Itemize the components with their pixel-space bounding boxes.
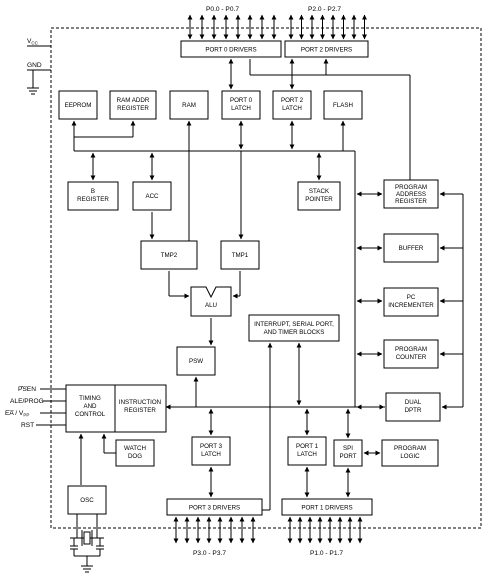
alu-shape (190, 286, 232, 317)
osc-box (67, 485, 107, 515)
acc-label: ACC (145, 193, 159, 200)
interrupt-serial-timer-box (248, 314, 340, 342)
gnd-label: GND (27, 62, 42, 69)
alu-label: ALU (205, 302, 217, 309)
ram-label: RAM (182, 102, 196, 109)
osc-label: OSC (80, 497, 94, 504)
port3-latch-box (191, 436, 231, 466)
chip-boundary (50, 27, 482, 529)
port0-drivers-label: PORT 0 DRIVERS (205, 47, 256, 54)
stack-pointer-box (297, 181, 341, 211)
b-register-box (67, 181, 119, 211)
spi-port-box (333, 439, 363, 467)
port3-drivers-label: PORT 3 DRIVERS (189, 505, 240, 512)
psw-label: PSW (189, 358, 203, 365)
port0-latch-box (221, 90, 261, 120)
port0-drivers-box (180, 40, 282, 58)
tmp2-label: TMP2 (161, 252, 178, 259)
p2-pin-arrows (288, 14, 367, 40)
right-column-connections (356, 191, 464, 410)
tmp1-box (220, 240, 260, 270)
port2-latch-box (272, 90, 312, 120)
p1-pin-label: P1.0 - P1.7 (310, 550, 343, 557)
p3-pin-arrows (173, 516, 256, 544)
program-logic-box (381, 439, 439, 467)
ale-prog-pin-label: ALE/PROG (10, 398, 44, 405)
timing-instruction-box (65, 384, 167, 433)
flash-box (323, 90, 363, 120)
buffer-box (383, 233, 439, 263)
ram-box (169, 90, 209, 120)
ea-vpp-pin-label: EA / VPP (5, 410, 29, 418)
rst-pin-label: RST (21, 422, 34, 429)
ram-addr-register-box (109, 90, 157, 120)
tmp2-box (140, 240, 198, 270)
port2-drivers-box (284, 40, 369, 58)
interrupt-connections (262, 342, 302, 511)
row2-connections (90, 151, 322, 240)
port1-drivers-label: PORT 1 DRIVERS (301, 505, 352, 512)
watchdog-connections (78, 404, 171, 485)
port1-latch-box (287, 436, 327, 466)
eeprom-label: EEPROM (65, 102, 92, 109)
psw-box (176, 346, 216, 376)
pc-incrementer-box (383, 287, 439, 317)
program-counter-box (383, 339, 439, 369)
p0-pin-arrows (187, 14, 277, 40)
internal-bus (74, 150, 385, 408)
port3-drivers-box (166, 498, 263, 516)
program-address-register-box (383, 179, 439, 209)
p1-pin-arrows (287, 516, 363, 544)
port1-drivers-box (281, 498, 373, 516)
vcc-label: VCC (27, 38, 39, 46)
dual-dptr-box (385, 392, 441, 422)
p3-pin-label: P3.0 - P3.7 (193, 550, 226, 557)
buffer-label: BUFFER (399, 245, 424, 252)
port2-drivers-label: PORT 2 DRIVERS (301, 47, 352, 54)
psen-pin-label: PSEN (18, 386, 36, 393)
ground-symbol (27, 69, 51, 95)
row1-connections (71, 120, 346, 243)
acc-box (132, 181, 172, 211)
p2-pin-label: P2.0 - P2.7 (308, 6, 341, 13)
alu-connections (168, 271, 241, 299)
flash-label: FLASH (333, 102, 353, 109)
tmp1-label: TMP1 (232, 252, 249, 259)
p0-pin-label: P0.0 - P0.7 (206, 6, 239, 13)
crystal-oscillator-circuit (70, 514, 104, 573)
eeprom-box (58, 90, 98, 120)
interrupt-serial-timer-label: INTERRUPT, SERIAL PORT,AND TIMER BLOCKS (254, 321, 334, 336)
latch-to-driver-wires (228, 58, 411, 180)
